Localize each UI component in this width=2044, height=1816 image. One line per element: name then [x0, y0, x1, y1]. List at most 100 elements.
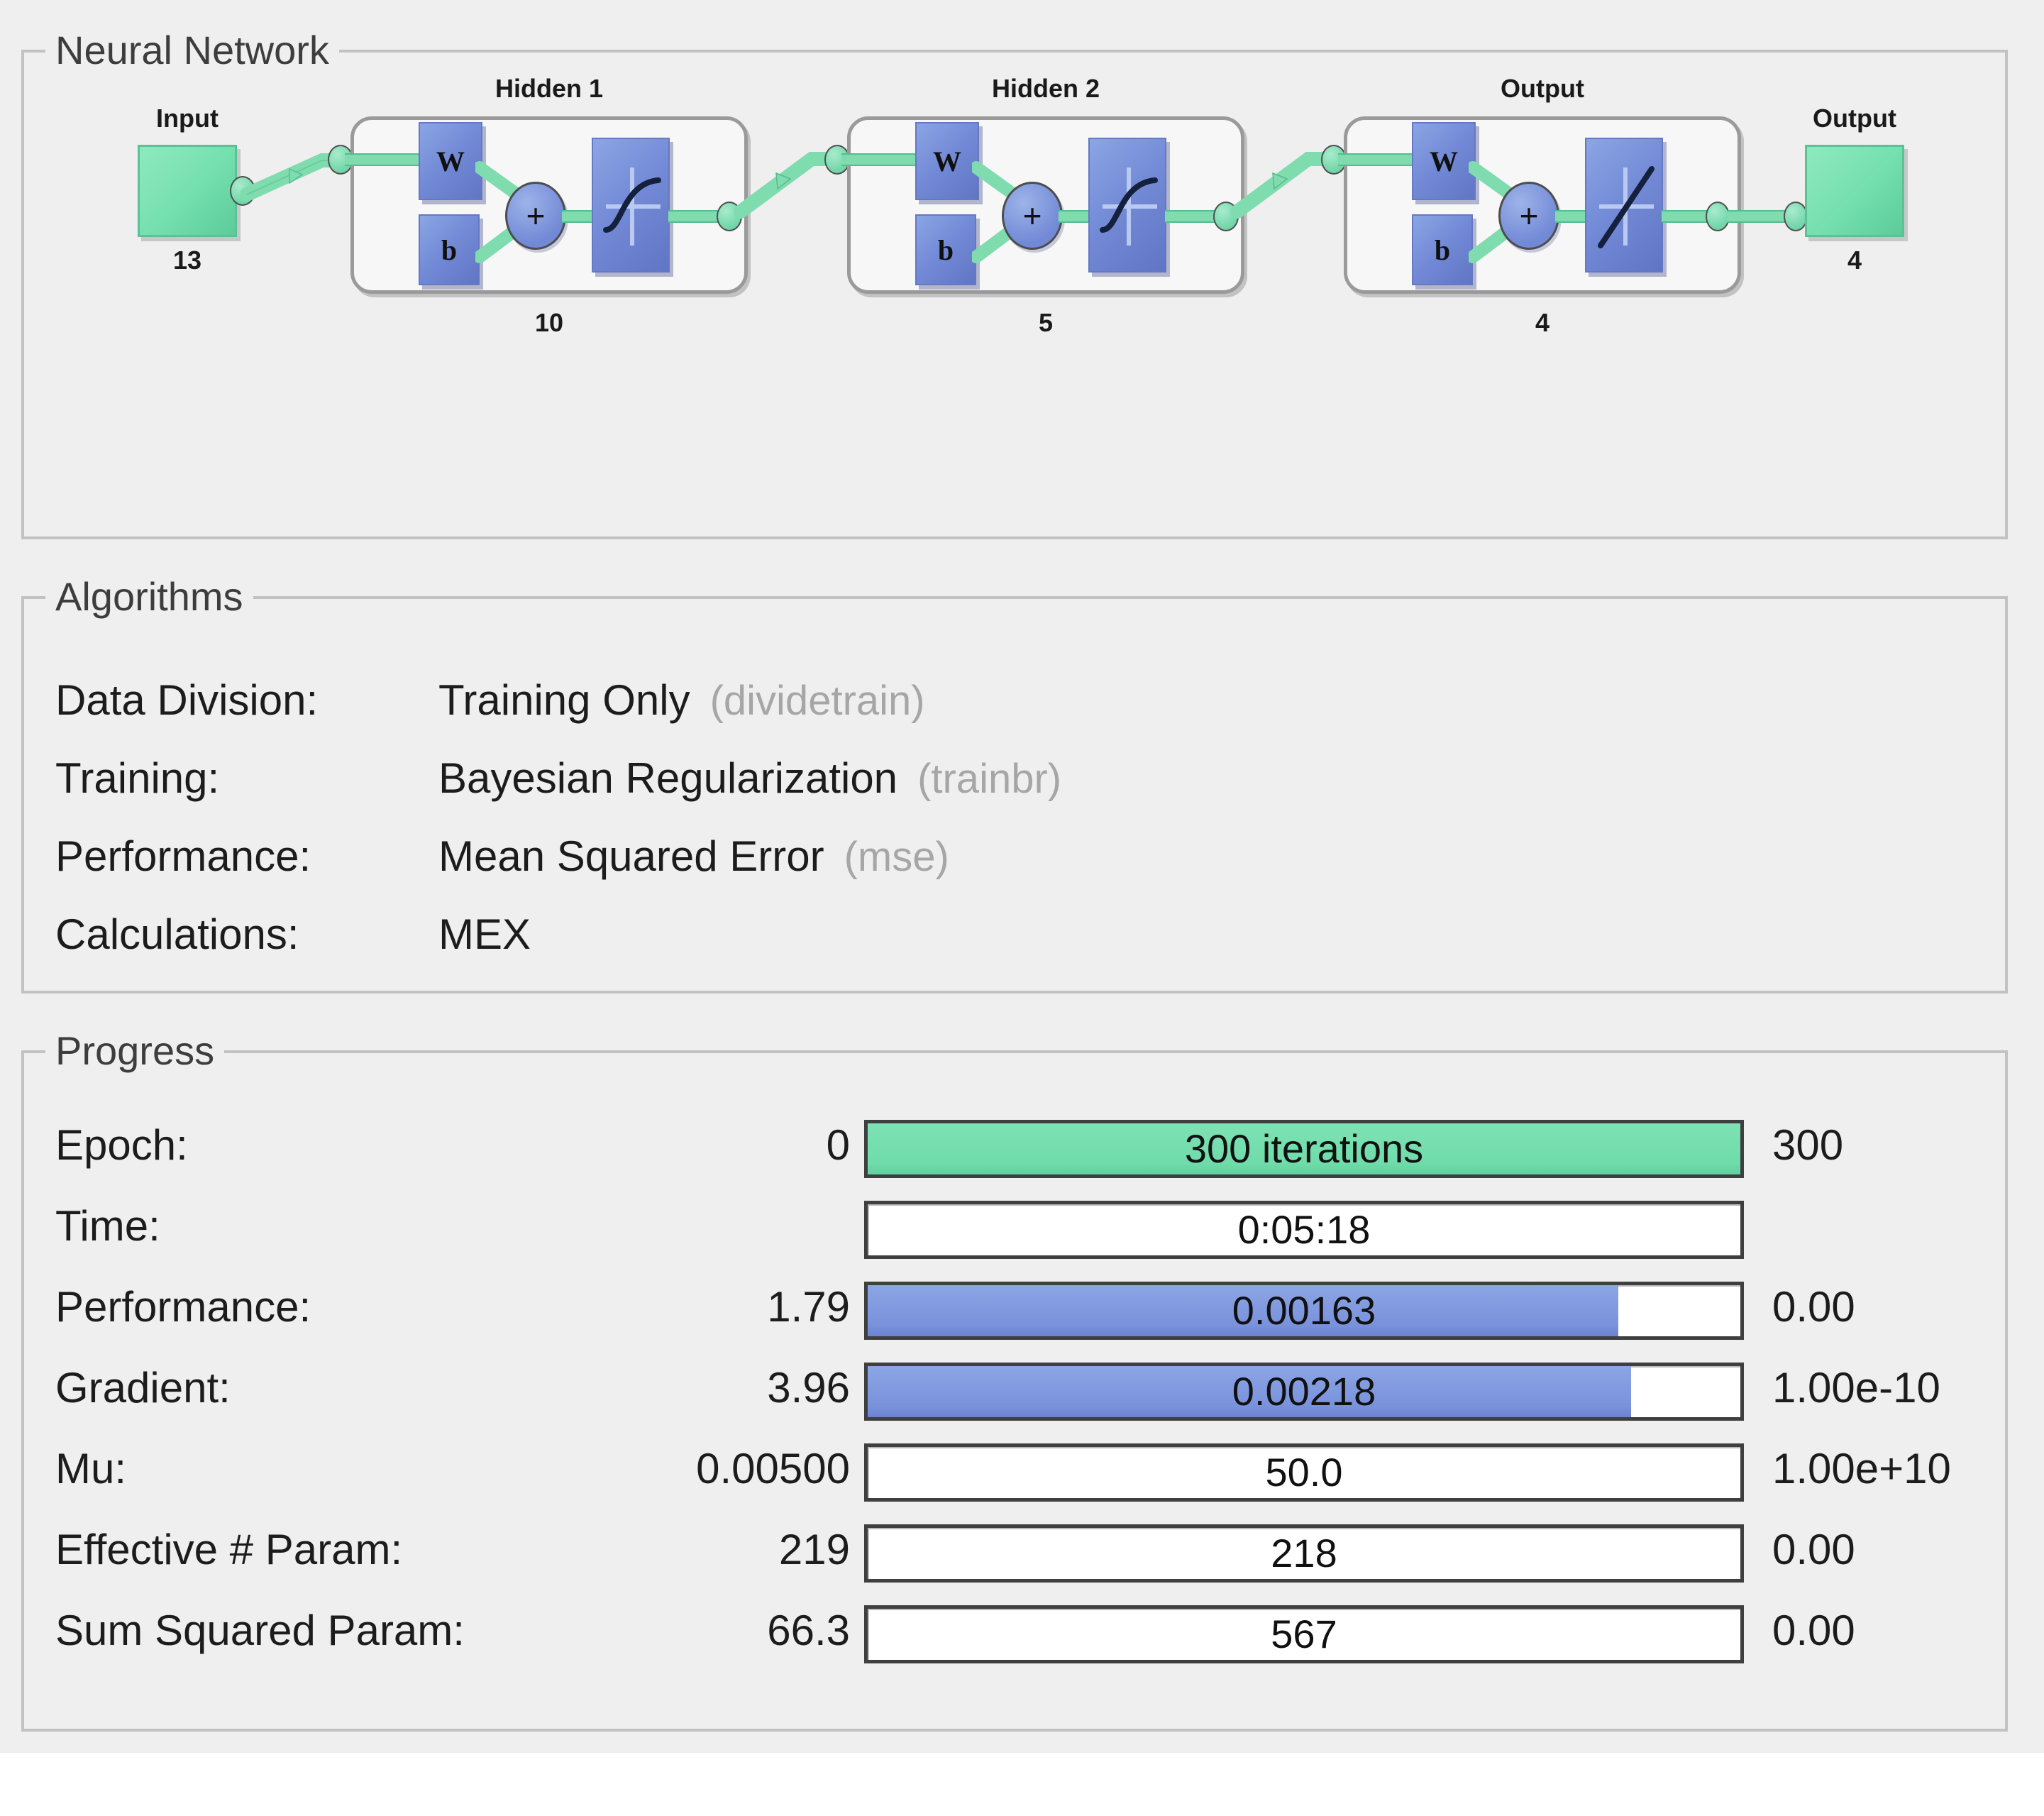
input-label: Input: [156, 104, 219, 133]
algorithm-key: Calculations:: [55, 910, 299, 958]
progress-row-time: Time: 0:05:18: [55, 1199, 1984, 1280]
progress-max-value: 0.00: [1772, 1526, 1855, 1573]
algorithm-value: Bayesian Regularization: [438, 754, 898, 802]
output-weight-block: W: [1412, 122, 1476, 200]
progress-bar-text: 50.0: [1265, 1450, 1343, 1495]
progress-bar: 218: [864, 1524, 1744, 1583]
algorithm-value: MEX: [438, 910, 531, 958]
progress-bar-text: 0.00163: [1232, 1288, 1376, 1333]
progress-bar-text: 0.00218: [1232, 1369, 1376, 1414]
progress-rows: Epoch: 0 300 iterations 300 Time: 0:05:1…: [55, 1118, 1984, 1685]
progress-bar: 300 iterations: [864, 1120, 1744, 1178]
output-layer-count: 4: [1535, 308, 1550, 337]
hidden2-sum-to-tf-wire: [1059, 210, 1094, 223]
progress-bar-fill: [868, 1366, 1632, 1417]
hidden2-w-wire: [841, 153, 919, 166]
network-diagram: Input 13 Hidden 1 W b +: [24, 53, 2005, 536]
progress-min-value: 0: [826, 1121, 850, 1169]
input-block: [138, 145, 237, 237]
hidden2-count: 5: [1038, 308, 1054, 337]
progress-min-value: 219: [778, 1526, 850, 1573]
neural-network-panel: Neural Network Input 13 Hidden 1 W b: [21, 28, 2008, 539]
progress-label: Mu:: [55, 1445, 127, 1492]
progress-label: Sum Squared Param:: [55, 1607, 465, 1654]
hidden1-transfer-block: [592, 138, 670, 273]
algorithm-value: Mean Squared Error: [438, 832, 824, 880]
output-sum-to-tf-wire: [1555, 210, 1591, 223]
progress-bar-fill: [868, 1285, 1618, 1336]
algorithm-key: Data Division:: [55, 676, 319, 724]
neural-network-title: Neural Network: [45, 28, 339, 72]
progress-bar: 0.00218: [864, 1363, 1744, 1421]
progress-row-effective-param: Effective # Param: 219 218 0.00: [55, 1523, 1984, 1604]
progress-bar-text: 300 iterations: [1184, 1126, 1424, 1171]
progress-max-value: 1.00e+10: [1772, 1445, 1951, 1492]
output-w-wire: [1338, 153, 1416, 166]
hidden2-label: Hidden 2: [991, 74, 1100, 103]
progress-row-mu: Mu: 0.00500 50.0 1.00e+10: [55, 1442, 1984, 1523]
output-dot-b: [1784, 202, 1808, 231]
hidden2-weight-block: W: [915, 122, 979, 200]
progress-title: Progress: [45, 1029, 225, 1073]
hidden1-w-wire: [345, 153, 423, 166]
hidden1-label: Hidden 1: [495, 74, 603, 103]
hidden2-sum-node: +: [1002, 182, 1063, 250]
progress-min-value: 1.79: [767, 1283, 850, 1331]
algorithm-key: Training:: [55, 754, 220, 802]
algorithm-value: Training Only: [438, 676, 690, 724]
progress-row-gradient: Gradient: 3.96 0.00218 1.00e-10: [55, 1361, 1984, 1442]
progress-row-performance: Performance: 1.79 0.00163 0.00: [55, 1280, 1984, 1361]
algorithms-panel: Algorithms Data Division: Training Only …: [21, 575, 2008, 994]
hidden1-count: 10: [534, 308, 564, 337]
algorithm-row: Calculations: MEX: [55, 910, 1061, 988]
algorithm-function: (dividetrain): [709, 678, 925, 724]
progress-bar-text: 0:05:18: [1237, 1207, 1371, 1252]
algorithm-function: (mse): [844, 834, 949, 880]
hidden1-weight-block: W: [419, 122, 482, 200]
hidden1-bias-block: b: [419, 214, 480, 285]
algorithm-row: Data Division: Training Only (dividetrai…: [55, 676, 1061, 754]
output-transfer-block: [1585, 138, 1663, 273]
progress-max-value: 0.00: [1772, 1607, 1855, 1654]
output-count: 4: [1847, 246, 1862, 275]
hidden2-out-wire: [1165, 210, 1220, 223]
output-layer-label: Output: [1501, 74, 1584, 103]
output-sum-node: +: [1498, 182, 1559, 250]
hidden1-sum-to-tf-wire: [562, 210, 597, 223]
progress-bar: 0.00163: [864, 1282, 1744, 1340]
progress-bar: 567: [864, 1605, 1744, 1663]
algorithm-row: Training: Bayesian Regularization (train…: [55, 754, 1061, 832]
progress-label: Epoch:: [55, 1121, 188, 1169]
output-block: [1805, 145, 1904, 237]
algorithm-function: (trainbr): [917, 756, 1062, 802]
output-dot-a: [1706, 202, 1730, 231]
hidden1-sum-node: +: [505, 182, 566, 250]
algorithm-key: Performance:: [55, 832, 311, 880]
sigmoid-icon: [1100, 167, 1158, 246]
progress-bar: 0:05:18: [864, 1201, 1744, 1259]
algorithms-rows: Data Division: Training Only (dividetrai…: [55, 676, 1061, 988]
progress-label: Performance:: [55, 1283, 311, 1331]
hidden2-box: [847, 116, 1244, 294]
progress-min-value: 66.3: [767, 1607, 850, 1654]
progress-label: Gradient:: [55, 1364, 231, 1411]
progress-row-epoch: Epoch: 0 300 iterations 300: [55, 1118, 1984, 1199]
hidden1-out-wire: [668, 210, 724, 223]
progress-bar-text: 218: [1271, 1531, 1337, 1575]
progress-bar: 50.0: [864, 1443, 1744, 1502]
progress-bar-fill: [868, 1123, 1740, 1174]
output-label: Output: [1813, 104, 1896, 133]
hidden2-bias-block: b: [915, 214, 976, 285]
progress-min-value: 0.00500: [696, 1445, 850, 1492]
output-layer-in-dot: [1321, 145, 1347, 175]
linear-icon: [1598, 166, 1654, 248]
sigmoid-icon: [603, 167, 661, 246]
progress-min-value: 3.96: [767, 1364, 850, 1411]
output-bias-block: b: [1412, 214, 1473, 285]
progress-label: Effective # Param:: [55, 1526, 403, 1573]
progress-bar-text: 567: [1271, 1612, 1337, 1656]
progress-label: Time:: [55, 1202, 160, 1250]
hidden2-transfer-block: [1088, 138, 1166, 273]
progress-max-value: 300: [1772, 1121, 1844, 1169]
progress-max-value: 1.00e-10: [1772, 1364, 1940, 1411]
